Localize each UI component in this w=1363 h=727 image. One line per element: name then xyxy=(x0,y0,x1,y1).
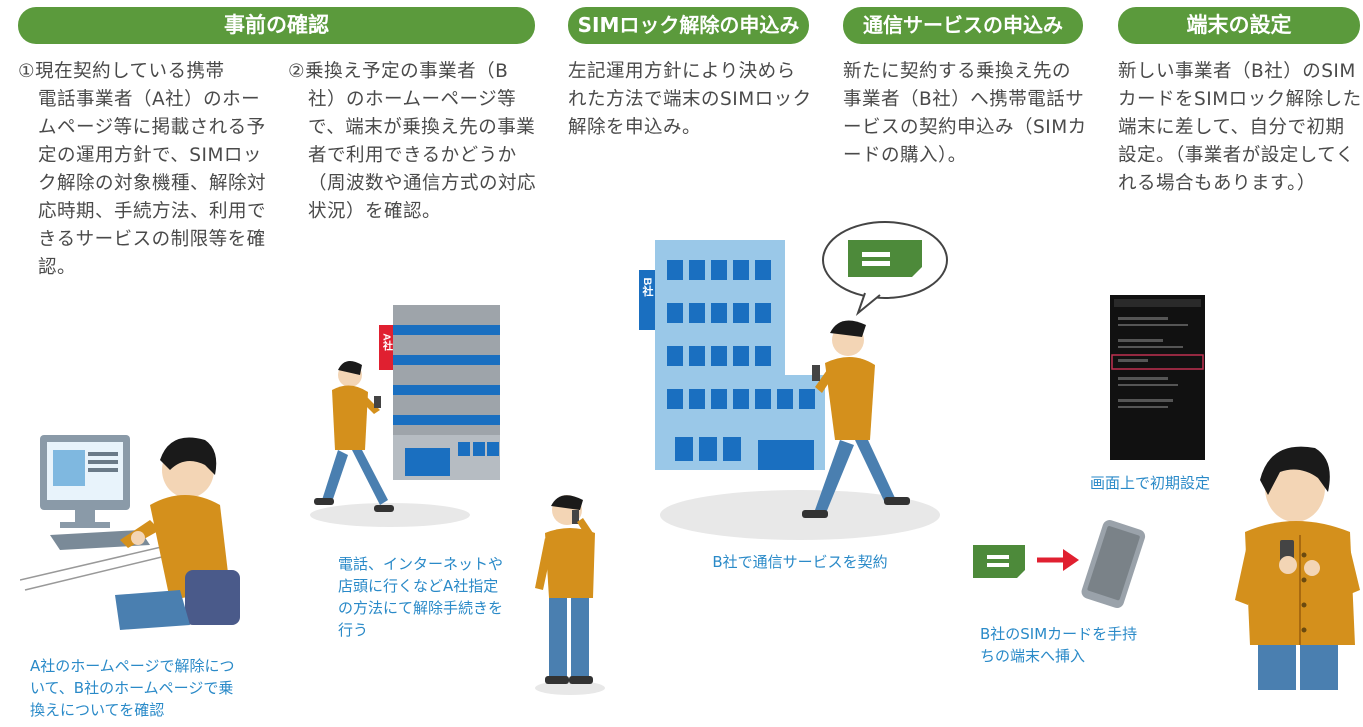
company-b-building-illustration: B社 xyxy=(639,221,948,540)
step5-description: 新しい事業者（B社）のSIMカードをSIMロック解除した端末に差して、自分で初期… xyxy=(1118,61,1362,194)
person-on-phone-illustration xyxy=(535,495,605,695)
step1-body: 電話事業者（A社）のホームページ等に掲載される予定の運用方針で、SIMロック解除… xyxy=(38,89,267,278)
caption-unlock-procedure: 電話、インターネットや店頭に行くなどA社指定の方法にて解除手続きを行う xyxy=(338,555,504,639)
header-device-setup: 端末の設定 xyxy=(1118,7,1360,44)
person-at-computer-illustration xyxy=(20,435,240,630)
step2-first-line: ②乗換え予定の事業者（B xyxy=(288,61,509,82)
header-pre-check: 事前の確認 xyxy=(18,7,535,44)
step1-first-line: ①現在契約している携帯 xyxy=(18,61,225,82)
caption-homepage-check: A社のホームページで解除について、B社のホームページで乗換えについてを確認 xyxy=(30,657,235,719)
sim-to-phone-illustration xyxy=(973,520,1146,609)
caption-initial-setup: 画面上で初期設定 xyxy=(1090,474,1211,492)
step3-description: 左記運用方針により決められた方法で端末のSIMロック解除を申込み。 xyxy=(568,61,812,138)
step2-body: 社）のホームーページ等で、端末が乗換え先の事業者で利用できるかどうか（周波数や通… xyxy=(308,89,537,222)
step1-description: ①現在契約している携帯 電話事業者（A社）のホームページ等に掲載される予定の運用… xyxy=(18,58,268,282)
phone-screen-illustration xyxy=(1110,295,1205,460)
header-service-apply: 通信サービスの申込み xyxy=(843,7,1083,44)
step2-description: ②乗換え予定の事業者（B 社）のホームーページ等で、端末が乗換え先の事業者で利用… xyxy=(288,58,538,226)
company-a-sign: A社 xyxy=(381,333,394,351)
header-sim-unlock: SIMロック解除の申込み xyxy=(568,7,809,44)
person-setting-up-phone-illustration xyxy=(1235,446,1360,690)
company-b-sign: B社 xyxy=(641,278,655,298)
step4-description: 新たに契約する乗換え先の事業者（B社）へ携帯電話サービスの契約申込み（SIMカー… xyxy=(843,61,1087,166)
caption-sim-insert: B社のSIMカードを手持ちの端末へ挿入 xyxy=(980,625,1138,665)
caption-b-contract: B社で通信サービスを契約 xyxy=(712,553,888,571)
company-a-building-illustration: A社 xyxy=(310,305,500,527)
